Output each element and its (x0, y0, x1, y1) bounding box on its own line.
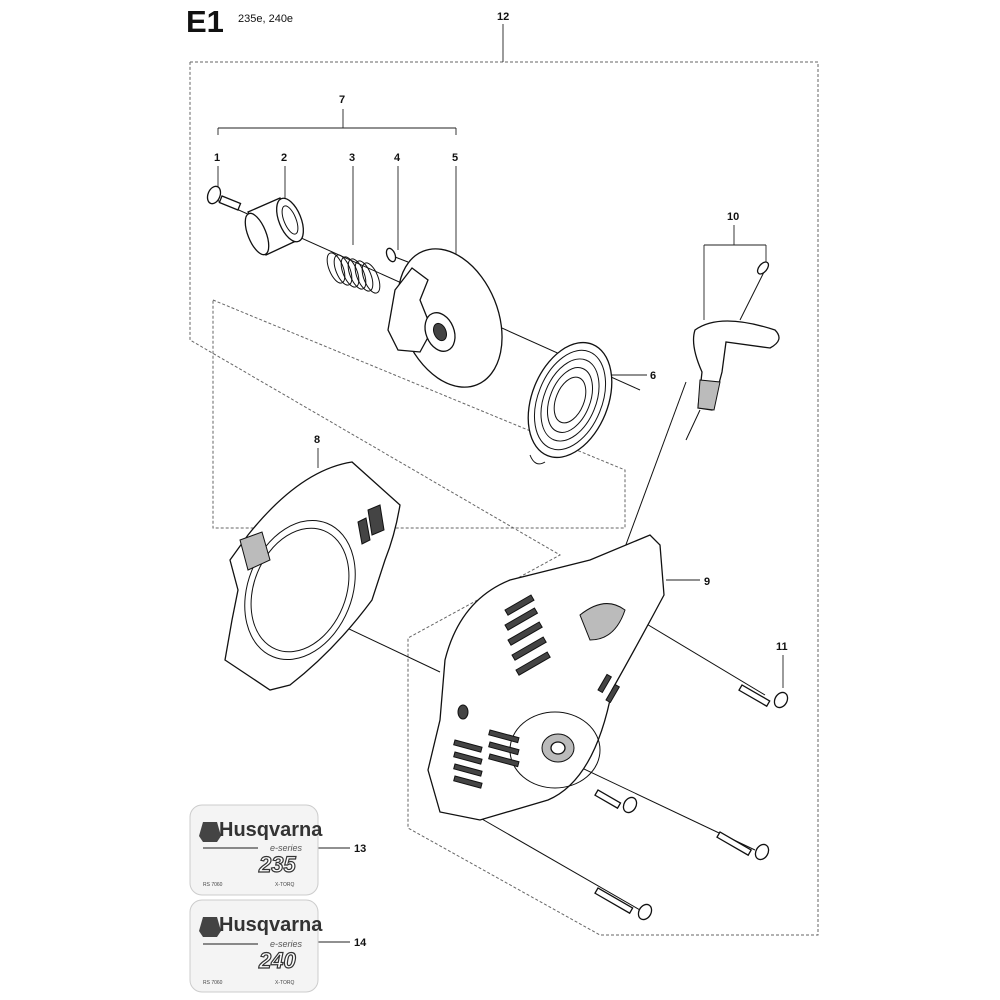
part-9-starter-housing (427, 534, 665, 821)
callout-6: 6 (650, 370, 656, 382)
decal-235-left-small: RS 7060 (203, 882, 223, 888)
section-code: E1 (186, 4, 224, 39)
decal-240-right-small: X-TORQ (275, 980, 294, 986)
part-1-screw (206, 185, 242, 211)
decal-235-brand: Husqvarna (219, 819, 323, 841)
callout-4: 4 (394, 152, 401, 164)
callout-11: 11 (776, 641, 788, 653)
callout-12: 12 (497, 11, 509, 23)
part-11-screw-b (594, 789, 638, 814)
part-11-screw-d (594, 887, 653, 921)
screw-axis-3 (474, 814, 641, 911)
decal-235-series: e-series (270, 843, 303, 853)
decal-240-left-small: RS 7060 (203, 980, 223, 986)
part-14-decal-240: Husqvarna e-series 240 RS 7060 X-TORQ (189, 899, 323, 993)
callout-9: 9 (704, 576, 710, 588)
part-8-fan-shroud (224, 461, 401, 691)
screw-axis-11 (639, 619, 766, 696)
decal-235-right-small: X-TORQ (275, 882, 294, 888)
part-2-bushing (244, 197, 305, 256)
callout-1: 1 (214, 152, 220, 164)
part-11-screw-a (738, 684, 789, 709)
decal-240-model: 240 (258, 948, 296, 973)
callout-3: 3 (349, 152, 355, 164)
part-11-screw-c (716, 831, 770, 861)
callout-13: 13 (354, 843, 366, 855)
callout-8: 8 (314, 434, 320, 446)
callout-7: 7 (339, 94, 345, 106)
callout-14: 14 (354, 937, 367, 949)
housing-vent-slots (453, 594, 621, 789)
model-list: 235e, 240e (238, 13, 294, 25)
part-5-pulley (387, 248, 503, 388)
part-6-recoil-spring (527, 341, 613, 465)
decal-240-brand: Husqvarna (219, 914, 323, 936)
part-10-starter-handle (685, 261, 780, 441)
assembly-12-boundary (189, 61, 819, 936)
part-13-decal-235: Husqvarna e-series 235 RS 7060 X-TORQ (189, 804, 323, 896)
part-4-washer (385, 247, 409, 263)
decal-235-model: 235 (258, 852, 296, 877)
callout-10: 10 (727, 211, 739, 223)
decal-240-series: e-series (270, 939, 303, 949)
callout-5: 5 (452, 152, 458, 164)
callout-2: 2 (281, 152, 287, 164)
part-3-spring (326, 252, 381, 294)
